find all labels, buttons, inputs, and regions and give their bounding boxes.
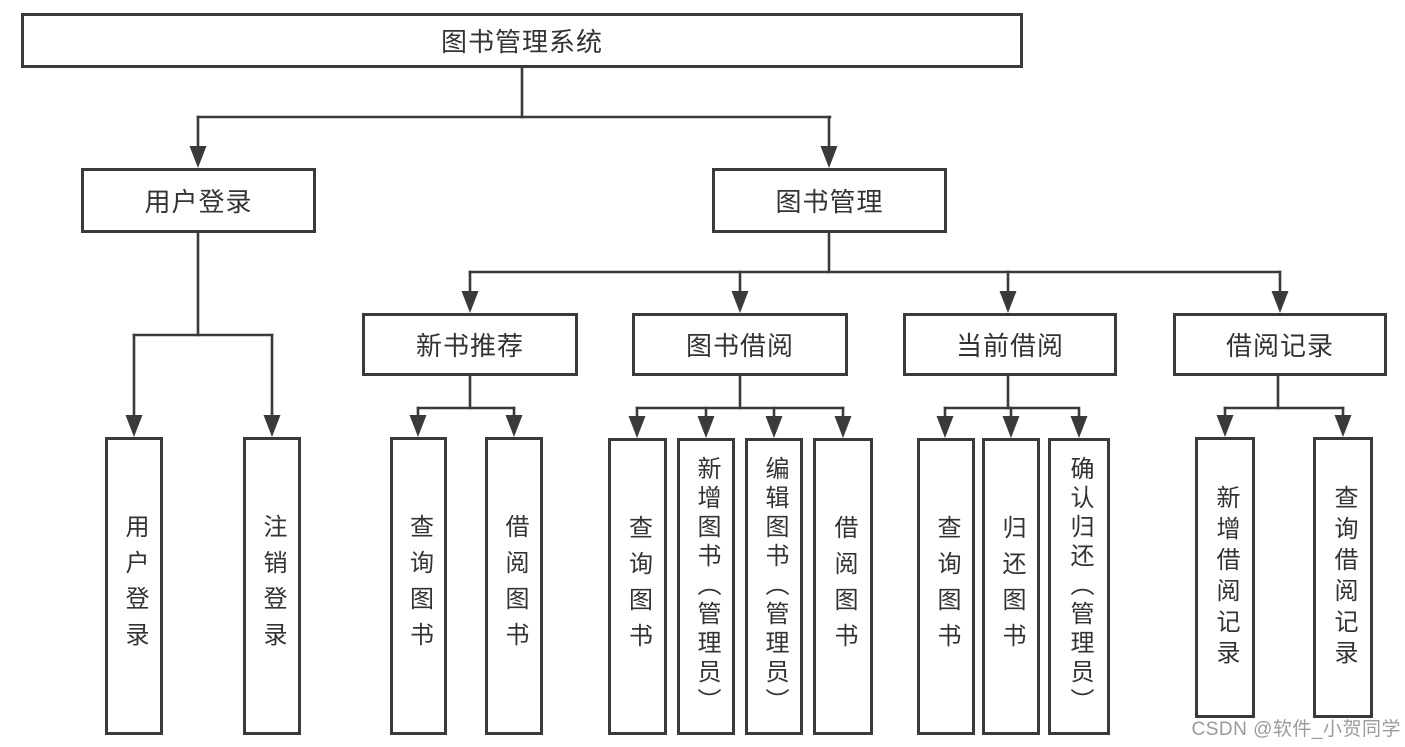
node-label: 借阅图书 — [501, 514, 528, 658]
node-label: 查询图书 — [405, 514, 433, 658]
node-book-management: 图书管理 — [712, 168, 947, 233]
node-logout: 注销登录 — [243, 437, 301, 735]
node-borrow-record: 借阅记录 — [1173, 313, 1387, 376]
node-label: 借阅记录 — [1225, 331, 1334, 361]
node-label: 图书管理 — [775, 187, 884, 217]
node-label: 新书推荐 — [415, 331, 524, 361]
node-edit-book-admin: 编辑图书（管理员） — [745, 438, 803, 735]
node-label: 新增图书（管理员） — [693, 456, 720, 717]
node-label: 新增借阅记录 — [1212, 484, 1239, 671]
node-label: 用户登录 — [144, 187, 253, 217]
node-label: 归还图书 — [998, 514, 1025, 659]
node-label: 借阅图书 — [830, 514, 857, 659]
node-query-book-1: 查询图书 — [390, 437, 447, 735]
node-add-book-admin: 新增图书（管理员） — [677, 438, 735, 735]
node-query-book-3: 查询图书 — [917, 438, 975, 735]
node-new-book-recommend: 新书推荐 — [362, 313, 578, 376]
node-label: 当前借阅 — [955, 331, 1064, 361]
node-current-borrow: 当前借阅 — [903, 313, 1117, 376]
node-label: 查询图书 — [933, 514, 960, 659]
node-label: 图书借阅 — [685, 331, 794, 361]
node-library-system: 图书管理系统 — [21, 13, 1023, 68]
node-label: 编辑图书（管理员） — [761, 456, 788, 717]
node-label: 查询借阅记录 — [1330, 484, 1357, 671]
node-query-book-2: 查询图书 — [608, 438, 667, 735]
node-borrow-book-2: 借阅图书 — [813, 438, 873, 735]
node-user-login-leaf: 用户登录 — [105, 437, 163, 735]
node-label: 查询图书 — [624, 514, 652, 659]
node-label: 用户登录 — [121, 514, 148, 658]
node-return-book: 归还图书 — [982, 438, 1040, 735]
node-label: 图书管理系统 — [440, 27, 603, 57]
node-label: 确认归还（管理员） — [1066, 456, 1093, 717]
node-add-borrow-record: 新增借阅记录 — [1195, 437, 1255, 718]
node-query-borrow-record: 查询借阅记录 — [1313, 437, 1373, 718]
node-user-login: 用户登录 — [81, 168, 316, 233]
node-book-borrow: 图书借阅 — [632, 313, 848, 376]
node-borrow-book-1: 借阅图书 — [485, 437, 543, 735]
watermark: CSDN @软件_小贺同学 — [1191, 719, 1401, 740]
node-confirm-return-admin: 确认归还（管理员） — [1048, 438, 1110, 735]
node-label: 注销登录 — [259, 514, 286, 658]
